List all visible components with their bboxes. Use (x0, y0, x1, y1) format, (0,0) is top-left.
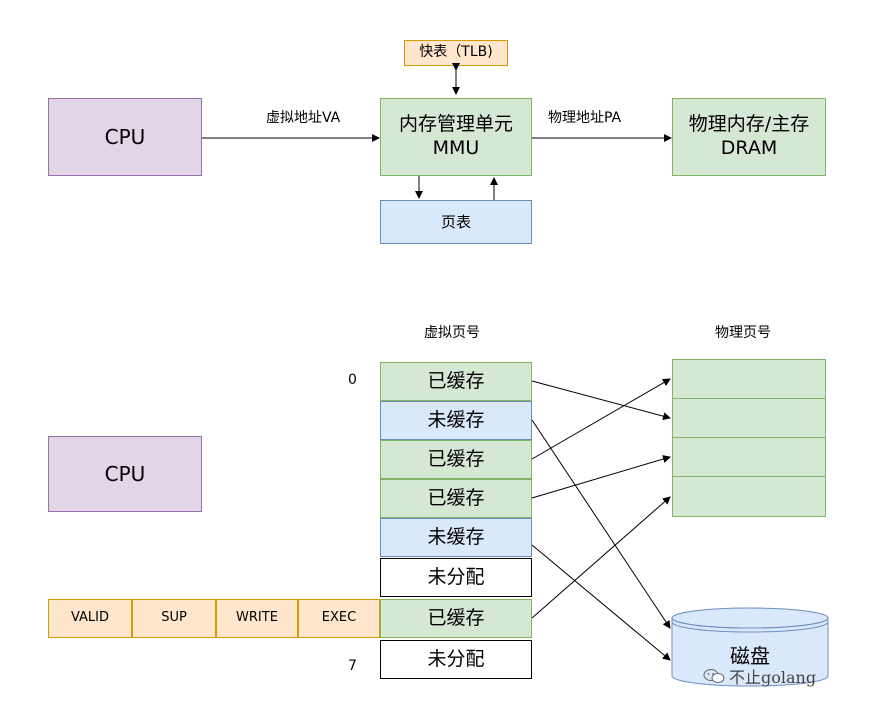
wechat-icon (703, 669, 725, 683)
cpu-label: CPU (104, 124, 146, 149)
disk-cylinder (671, 607, 829, 687)
virtual-page-3: 已缓存 (380, 479, 532, 518)
arrow-vp0-to-pp1 (531, 380, 671, 421)
mmu-box: 内存管理单元 MMU (380, 98, 532, 176)
arrow-vp1-to-disk (531, 419, 671, 629)
index-first: 0 (348, 372, 357, 388)
pte-field-label: SUP (161, 610, 187, 626)
dram-box: 物理内存/主存 DRAM (672, 98, 826, 176)
dram-label-line2: DRAM (720, 137, 778, 159)
arrow-vp6-to-pp3 (531, 496, 671, 619)
tlb-label: 快表（TLB) (419, 44, 493, 61)
cpu-box-top: CPU (48, 98, 202, 176)
pte-field-valid: VALID (48, 599, 132, 638)
pte-field-write: WRITE (216, 599, 298, 638)
virtual-page-label: 未分配 (427, 647, 485, 670)
watermark-text: 不止golang (729, 668, 817, 687)
cpu-label: CPU (104, 461, 146, 486)
cpu-box-bottom: CPU (48, 436, 202, 512)
virtual-page-1: 未缓存 (380, 401, 532, 440)
page-table-label: 页表 (440, 212, 471, 231)
virtual-page-label: 已缓存 (427, 369, 485, 392)
virtual-page-label: 已缓存 (427, 606, 485, 629)
virtual-page-label: 已缓存 (427, 486, 485, 509)
virtual-page-4: 未缓存 (380, 518, 532, 557)
arrow-vp2-to-pp0 (531, 378, 671, 460)
virtual-page-header: 虚拟页号 (424, 325, 480, 341)
arrow-vp4-to-disk (531, 544, 671, 661)
disk-label: 磁盘 (730, 644, 770, 668)
dram-label-line1: 物理内存/主存 (688, 113, 810, 136)
pte-field-exec: EXEC (298, 599, 380, 638)
pte-field-label: VALID (70, 610, 110, 626)
virtual-page-label: 未缓存 (427, 408, 485, 431)
virtual-page-label: 未分配 (427, 565, 485, 588)
mmu-label-line1: 内存管理单元 (398, 113, 513, 136)
virtual-page-label: 未缓存 (427, 525, 485, 548)
pte-field-label: WRITE (236, 610, 278, 626)
virtual-page-6: 已缓存 (380, 599, 532, 638)
mmu-label-line2: MMU (432, 137, 480, 159)
physical-page-0 (672, 359, 826, 399)
virtual-address-label: 虚拟地址VA (266, 110, 341, 126)
pte-field-label: EXEC (321, 610, 357, 626)
virtual-page-5: 未分配 (380, 558, 532, 597)
physical-address-label: 物理地址PA (548, 110, 622, 126)
physical-page-header: 物理页号 (715, 325, 771, 341)
virtual-page-7: 未分配 (380, 640, 532, 679)
watermark: 不止golang (703, 664, 816, 688)
physical-page-3 (672, 476, 826, 517)
virtual-page-2: 已缓存 (380, 440, 532, 479)
arrow-vp3-to-pp2 (531, 455, 671, 499)
index-last: 7 (348, 658, 357, 674)
virtual-page-0: 已缓存 (380, 362, 532, 401)
page-table-box: 页表 (380, 200, 532, 244)
virtual-page-label: 已缓存 (427, 447, 485, 470)
pte-field-sup: SUP (132, 599, 216, 638)
